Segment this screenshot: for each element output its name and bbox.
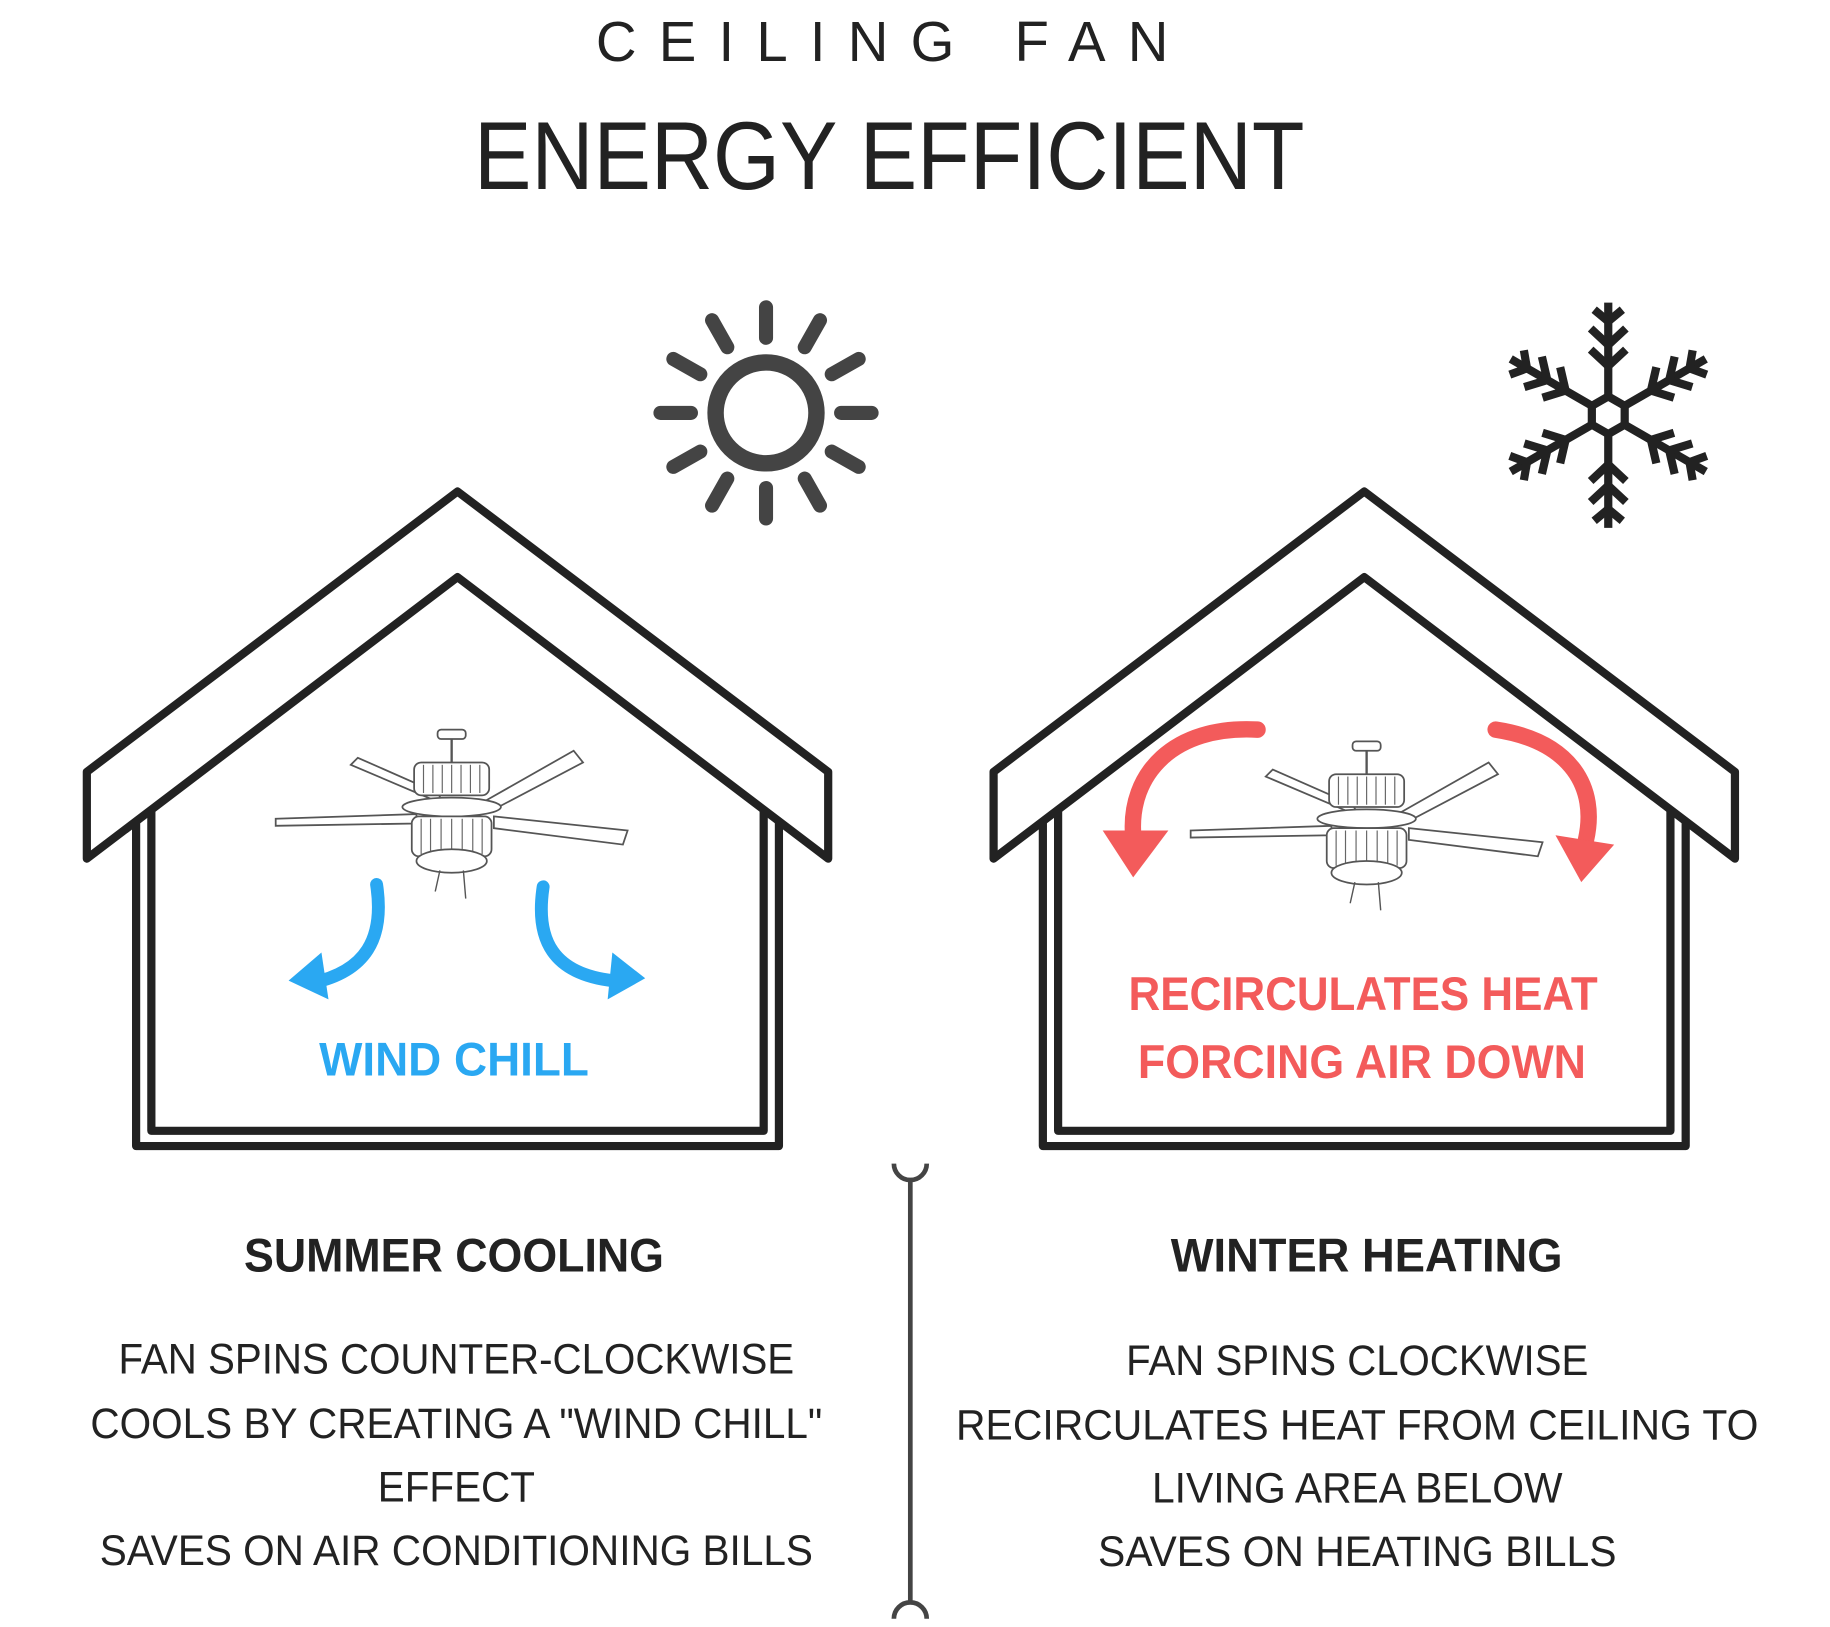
header-subtitle: ENERGY EFFICIENT [474,103,1305,210]
summer-house [82,487,833,1151]
winter-line-2: RECIRCULATES HEAT FROM CEILING TO [956,1401,1758,1448]
recirculates-heat-label: RECIRCULATES HEAT [1128,968,1598,1020]
summer-fan-image [274,728,629,900]
center-divider [891,1163,930,1619]
winter-fan-image [1189,740,1544,912]
summer-line-3: EFFECT [378,1463,535,1510]
winter-line-3: LIVING AREA BELOW [1152,1465,1563,1512]
winter-heading: WINTER HEATING [1171,1230,1563,1282]
winter-line-1: FAN SPINS CLOCKWISE [1126,1337,1588,1384]
summer-line-2: COOLS BY CREATING A "WIND CHILL" [90,1400,822,1447]
wind-chill-label: WIND CHILL [319,1034,589,1086]
summer-heading: SUMMER COOLING [244,1230,664,1282]
cool-airflow-arrows [288,878,646,1000]
summer-line-4: SAVES ON AIR CONDITIONING BILLS [100,1527,813,1574]
winter-line-4: SAVES ON HEATING BILLS [1098,1528,1616,1575]
heat-airflow-arrows [1102,721,1615,883]
forcing-air-down-label: FORCING AIR DOWN [1138,1036,1586,1088]
summer-line-1: FAN SPINS COUNTER-CLOCKWISE [119,1336,795,1383]
header-title: CEILING FAN [596,10,1168,73]
sun-icon [653,300,879,526]
snowflake-icon [1502,302,1715,528]
winter-house [989,487,1740,1151]
